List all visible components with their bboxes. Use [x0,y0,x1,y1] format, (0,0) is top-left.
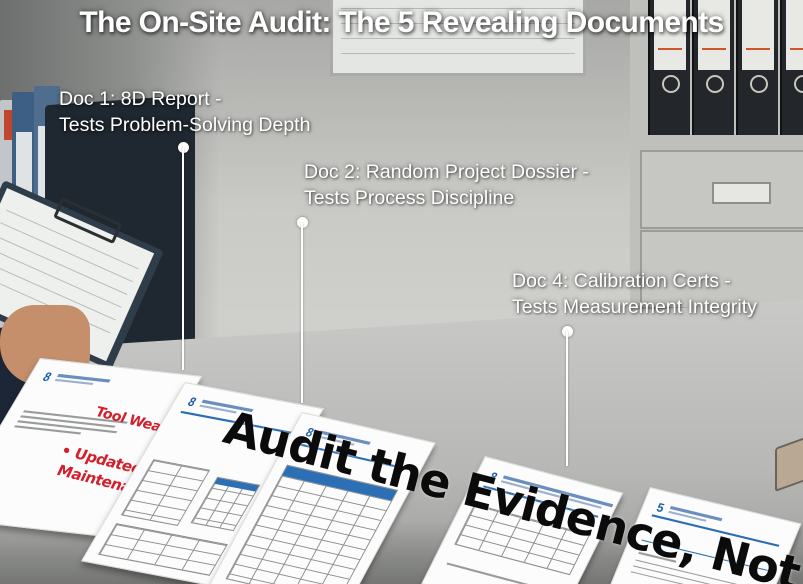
callout-doc1-connector [182,148,184,370]
callout-doc4: Doc 4: Calibration Certs - Tests Measure… [512,268,757,320]
callout-doc4-title: Doc 4: Calibration Certs - [512,270,731,292]
callout-doc1-subtitle: Tests Problem-Solving Depth [59,114,311,136]
callout-doc2-subtitle: Tests Process Discipline [304,187,515,209]
callout-doc2-anchor-dot [297,217,308,228]
page-title: The On-Site Audit: The 5 Revealing Docum… [79,6,724,39]
callout-doc2: Doc 2: Random Project Dossier - Tests Pr… [304,159,589,211]
callout-doc4-anchor-dot [562,326,573,337]
wall-whiteboard [330,0,586,76]
callout-doc4-subtitle: Tests Measurement Integrity [512,296,757,318]
callout-doc1: Doc 1: 8D Report - Tests Problem-Solving… [59,86,310,138]
callout-doc2-title: Doc 2: Random Project Dossier - [304,161,590,183]
callout-doc1-anchor-dot [178,142,189,153]
callout-doc4-connector [566,332,568,466]
callout-doc1-title: Doc 1: 8D Report - [59,88,222,110]
doc-logo-icon: 8 [185,394,200,410]
callout-doc2-connector [301,223,303,403]
